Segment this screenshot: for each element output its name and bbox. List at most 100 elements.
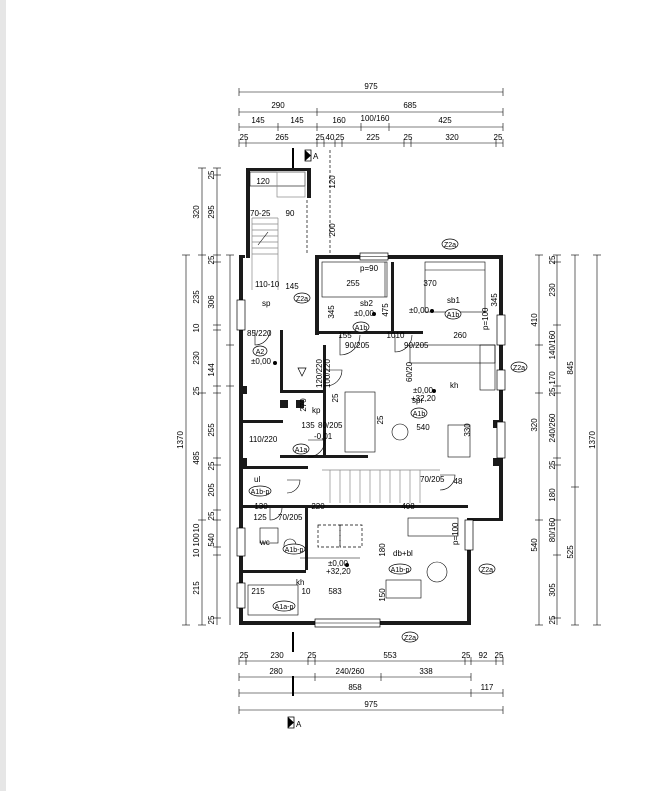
level-symbols <box>273 309 436 567</box>
level-kh-abs: +32,20 <box>411 394 436 403</box>
inner-dim: 90 <box>286 209 295 218</box>
opening-label: p=100 <box>451 522 460 545</box>
dim-top: 160 <box>332 116 346 125</box>
dim-left: 10 <box>192 523 201 532</box>
inner-dim: 10 <box>302 587 311 596</box>
inner-dim: 408 <box>401 502 415 511</box>
doors <box>254 329 456 521</box>
dim-left: 25 <box>207 511 216 520</box>
dim-right-outer: 1370 <box>588 431 597 449</box>
dim-right: 80/160 <box>548 517 557 542</box>
inner-dim: 155 <box>338 331 352 340</box>
tag-a1b: A1b <box>447 312 460 319</box>
dim-left: 10 <box>192 548 201 557</box>
staircase <box>249 150 440 503</box>
dim-right: 320 <box>530 418 539 432</box>
inner-dim: 260 <box>453 331 467 340</box>
tag-z2a: Z2a <box>481 567 493 574</box>
room-sb2: sb2 <box>360 299 373 308</box>
dim-left: 320 <box>192 205 201 219</box>
dim-right: 25 <box>548 460 557 469</box>
dim-left: 25 <box>192 386 201 395</box>
dim-right: 140/160 <box>548 330 557 359</box>
dim-left: 25 <box>207 615 216 624</box>
tag-z2a: Z2a <box>404 635 416 642</box>
section-marker-top: A <box>292 148 319 168</box>
right-dimensions: 410 320 540 305 25 230 140/160 170 25 24… <box>530 254 601 626</box>
opening-label: p=90 <box>360 264 379 273</box>
opening-label: 80/205 <box>318 421 343 430</box>
opening-label: 70-25 <box>250 209 271 218</box>
inner-dim: 145 <box>285 282 299 291</box>
level-sb1: ±0,00 <box>409 306 430 315</box>
top-dimensions: 975 290 685 145 145 160 100/160 425 25 2… <box>238 82 504 147</box>
dim-right: 25 <box>548 255 557 264</box>
room-ul: ul <box>254 475 260 484</box>
bottom-dimensions: 25 230 25 553 25 92 25 280 240/260 338 8… <box>238 651 504 714</box>
furniture <box>247 261 496 616</box>
tag-z2a: Z2a <box>513 365 525 372</box>
dim-left: 100 <box>192 533 201 547</box>
dim-left: 205 <box>207 483 216 497</box>
tag-a1b-p: A1b-p <box>251 489 270 496</box>
room-db-bl: db+bl <box>393 549 413 558</box>
inner-dim: 150 <box>378 588 387 602</box>
tag-a1b: A1b <box>413 411 426 418</box>
dim-right: 180 <box>548 488 557 502</box>
page-edge <box>0 0 6 791</box>
inner-dim: 255 <box>346 279 360 288</box>
inner-dim: 270 <box>299 398 308 412</box>
inner-dim: 345 <box>327 305 336 319</box>
dim-top: 145 <box>251 116 265 125</box>
dim-left: 306 <box>207 295 216 309</box>
inner-dim: 583 <box>328 587 342 596</box>
tag-a2: A2 <box>256 349 265 356</box>
dim-bottom: 858 <box>348 683 362 692</box>
room-kh-upper: kh <box>450 381 458 390</box>
dim-top: 40 <box>326 133 335 142</box>
inner-dim: 135 <box>301 421 315 430</box>
opening-label: 90/205 <box>404 341 429 350</box>
inner-dim: 125 <box>253 513 267 522</box>
dim-left: 25 <box>207 255 216 264</box>
level-kh: ±0,00 <box>413 386 434 395</box>
inner-dim: 475 <box>381 303 390 317</box>
windows <box>236 252 506 628</box>
dim-left: 215 <box>192 581 201 595</box>
tag-a1b-p: A1b-p <box>391 567 410 574</box>
dim-top-total: 975 <box>364 82 378 91</box>
level-lower: ±0,00 <box>328 559 349 568</box>
dim-left-outer: 1370 <box>176 431 185 449</box>
level-sb2: ±0,00 <box>354 309 375 318</box>
room-spr: spr <box>412 396 423 405</box>
dim-top: 290 <box>271 101 285 110</box>
dim-top: 25 <box>336 133 345 142</box>
inner-dim: 10 <box>396 331 405 340</box>
dim-bottom: 280 <box>269 667 283 676</box>
dim-bottom-total: 975 <box>364 700 378 709</box>
dim-top: 100/160 <box>361 114 390 123</box>
opening-label: 70/205 <box>278 513 303 522</box>
room-wc: wc <box>259 538 270 547</box>
dim-left: 255 <box>207 423 216 437</box>
opening-label: 90/205 <box>345 341 370 350</box>
dim-left: 25 <box>207 461 216 470</box>
dim-top: 25 <box>316 133 325 142</box>
dim-bottom: 25 <box>308 651 317 660</box>
dim-top: 225 <box>366 133 380 142</box>
opening-labels: p=90 p=100 p=100 85/220 90/205 90/205 80… <box>247 209 490 545</box>
tag-a1b: A1b <box>355 325 368 332</box>
opening-label: 120/220 <box>315 359 324 388</box>
inner-dim: 25 <box>331 393 340 402</box>
dim-bottom: 25 <box>495 651 504 660</box>
dim-left: 10 <box>192 323 201 332</box>
opening-label: 70/205 <box>420 475 445 484</box>
dim-left: 144 <box>207 363 216 377</box>
room-kh-lower: kh <box>296 578 304 587</box>
dim-right: 525 <box>566 545 575 559</box>
dim-right: 540 <box>530 538 539 552</box>
opening-label: 110/220 <box>249 435 278 444</box>
inner-dim: 370 <box>423 279 437 288</box>
inner-dim: 180 <box>378 543 387 557</box>
inner-dim: 25 <box>376 415 385 424</box>
